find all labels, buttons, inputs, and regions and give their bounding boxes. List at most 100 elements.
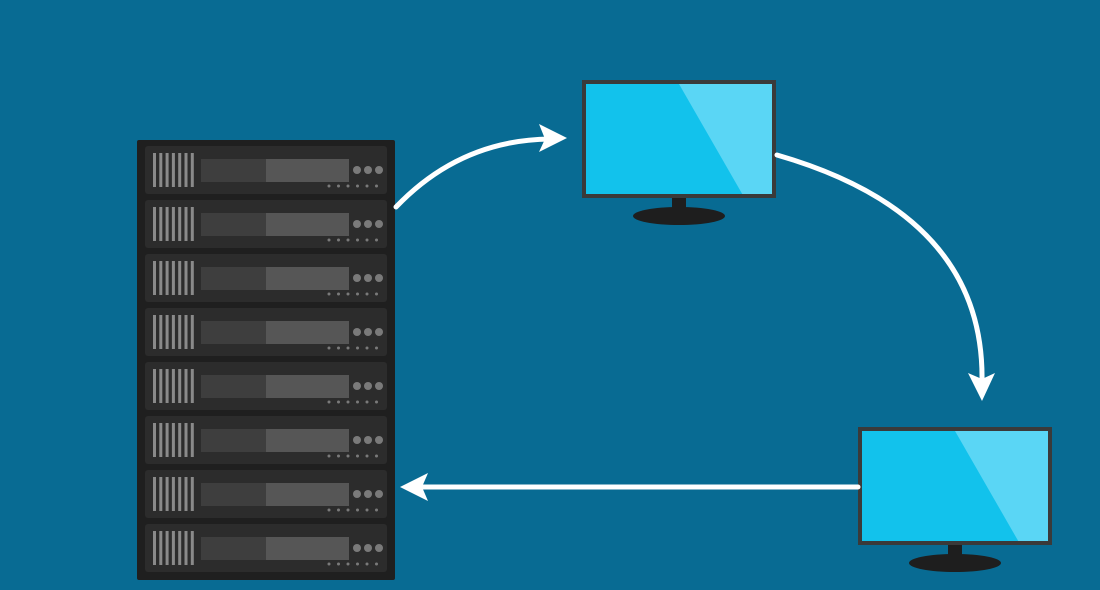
indicator-dot [356,508,359,512]
indicator-dot [327,508,331,512]
indicator-dot [375,562,378,566]
status-led [364,382,372,390]
vent-slot [190,531,194,565]
vent-slot [165,207,169,241]
vent-slot [190,261,194,295]
vent-slot [159,531,163,565]
vent-slot [184,153,188,187]
arrow-monitor-to-monitor [774,152,985,385]
indicator-dot [346,184,350,188]
vent-slot [159,207,163,241]
status-led [353,274,361,282]
indicator-dot [337,400,340,404]
drive-bay [201,267,266,290]
vent-slot [159,423,163,457]
vent-slot [153,531,156,565]
indicator-dot [346,346,350,350]
drive-bay [266,159,349,182]
indicator-dot [346,292,350,296]
indicator-dot [337,346,340,350]
vent-slot [171,423,175,457]
status-led [353,544,361,552]
drive-bay [201,375,266,398]
vent-slot [190,423,194,457]
status-led [353,220,361,228]
indicator-dot [365,508,369,512]
arrowhead-icon [400,473,428,501]
vent-slot [165,477,169,511]
indicator-dot [337,562,340,566]
drive-bay [266,213,349,236]
vent-slot [178,531,182,565]
indicator-dot [375,346,378,350]
server-unit [145,362,387,410]
indicator-dot [337,238,340,242]
status-led [364,274,372,282]
status-led [375,490,383,498]
server-unit [145,524,387,572]
vent-slot [184,423,188,457]
status-led [375,220,383,228]
server-unit [145,146,387,194]
vent-slot [171,369,175,403]
vent-slot [190,477,194,511]
indicator-dot [365,454,369,458]
vent-slot [153,369,156,403]
status-led [364,166,372,174]
drive-bay [201,537,266,560]
indicator-dot [365,238,369,242]
vent-slot [184,477,188,511]
indicator-dot [365,184,369,188]
vent-slot [153,207,156,241]
arrowhead-icon [968,373,995,401]
vent-slot [178,207,182,241]
vent-slot [190,315,194,349]
indicator-dot [375,400,378,404]
status-led [353,490,361,498]
status-led [375,166,383,174]
vent-slot [171,153,175,187]
vent-slot [184,261,188,295]
indicator-dot [365,562,369,566]
indicator-dot [337,184,340,188]
indicator-dot [327,184,331,188]
vent-slot [171,315,175,349]
arrowhead-icon [539,124,567,152]
indicator-dot [327,400,331,404]
vent-slot [159,315,163,349]
indicator-dot [365,292,369,296]
drive-bay [266,375,349,398]
vent-slot [178,261,182,295]
vent-slot [190,369,194,403]
screen-glare [955,431,1048,541]
indicator-dot [356,238,359,242]
server-rack-icon [137,140,395,580]
vent-slot [171,477,175,511]
status-led [364,490,372,498]
status-led [364,544,372,552]
indicator-dot [346,454,350,458]
vent-slot [178,369,182,403]
vent-slot [165,153,169,187]
vent-slot [184,369,188,403]
indicator-dot [356,562,359,566]
vent-slot [190,153,194,187]
server-unit [145,470,387,518]
indicator-dot [346,238,350,242]
indicator-dot [346,562,350,566]
vent-slot [159,153,163,187]
indicator-dot [375,238,378,242]
status-led [353,436,361,444]
screen-glare [679,84,772,194]
vent-slot [159,477,163,511]
vent-slot [153,315,156,349]
monitor-icon [582,80,776,225]
server-unit [145,254,387,302]
drive-bay [266,537,349,560]
vent-slot [190,207,194,241]
status-led [364,328,372,336]
monitor-base [633,207,725,225]
vent-slot [159,261,163,295]
indicator-dot [346,400,350,404]
